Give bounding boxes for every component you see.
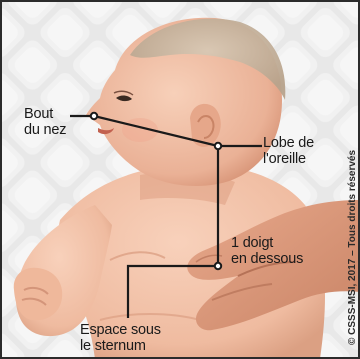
sternum-point — [215, 263, 221, 269]
nose-point — [91, 113, 97, 119]
label-nose-line2: du nez — [24, 122, 66, 138]
label-sternum: Espace sous le sternum — [80, 322, 161, 354]
label-nose-tip: Bout du nez — [24, 106, 66, 138]
label-sternum-line1: Espace sous — [80, 322, 161, 338]
label-nose-line1: Bout — [24, 106, 66, 122]
earlobe-point — [215, 143, 221, 149]
label-earlobe-line2: l'oreille — [263, 151, 314, 167]
label-earlobe-line1: Lobe de — [263, 135, 314, 151]
label-one-finger: 1 doigt en dessous — [231, 235, 303, 267]
label-sternum-line2: le sternum — [80, 338, 161, 354]
copyright-notice: © CSSS-MSI, 2017 – Tous droits réservés — [347, 150, 358, 345]
label-finger-line2: en dessous — [231, 251, 303, 267]
label-finger-line1: 1 doigt — [231, 235, 303, 251]
label-earlobe: Lobe de l'oreille — [263, 135, 314, 167]
